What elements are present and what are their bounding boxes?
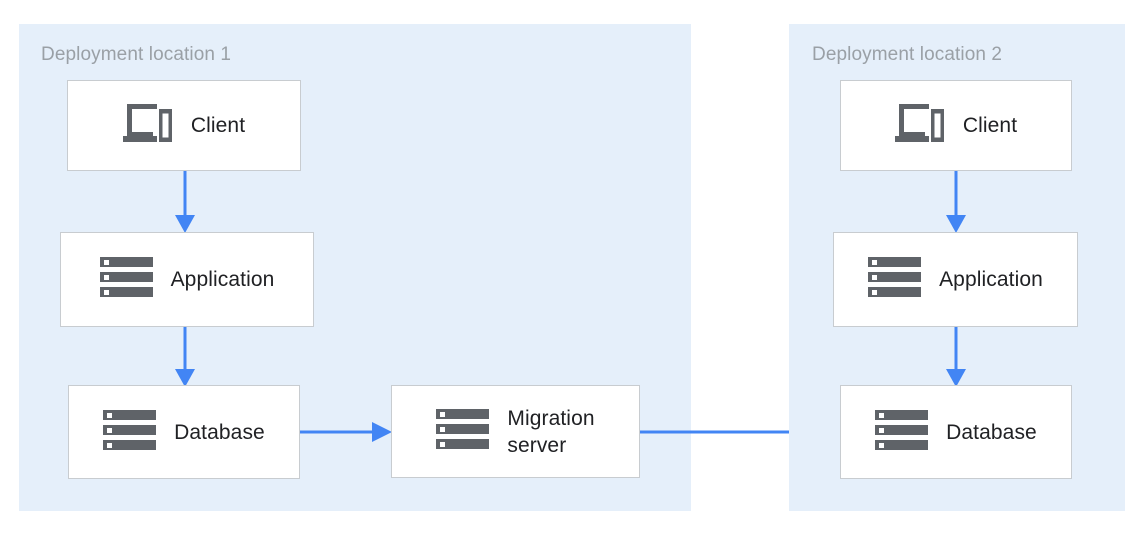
node-client-2-label: Client bbox=[962, 114, 1018, 137]
server-icon bbox=[868, 257, 922, 302]
server-icon bbox=[436, 409, 490, 454]
conn-app1-db1 bbox=[175, 327, 195, 387]
node-database-1-label: Database bbox=[174, 420, 265, 444]
node-client-1[interactable]: Client bbox=[67, 80, 301, 171]
node-database-1[interactable]: Database bbox=[68, 385, 300, 479]
devices-icon bbox=[894, 101, 945, 150]
node-application-2-label: Application bbox=[939, 268, 1043, 291]
node-database-2-label: Database bbox=[946, 420, 1037, 444]
conn-db1-migration bbox=[300, 422, 392, 442]
devices-icon bbox=[122, 101, 173, 150]
node-client-1-label: Client bbox=[190, 114, 246, 137]
node-database-2[interactable]: Database bbox=[840, 385, 1072, 479]
deployment-zone-2-label: Deployment location 2 bbox=[812, 44, 1003, 65]
node-migration-server[interactable]: Migration server bbox=[391, 385, 640, 478]
server-icon bbox=[103, 409, 157, 455]
deployment-zone-1-label: Deployment location 1 bbox=[41, 44, 232, 65]
node-migration-server-label: Migration server bbox=[507, 406, 595, 457]
conn-client2-app2 bbox=[946, 171, 966, 233]
server-icon bbox=[875, 409, 929, 455]
server-icon bbox=[99, 257, 153, 302]
node-application-2[interactable]: Application bbox=[833, 232, 1078, 327]
conn-client1-app1 bbox=[175, 171, 195, 233]
node-client-2[interactable]: Client bbox=[840, 80, 1072, 171]
conn-app2-db2 bbox=[946, 327, 966, 387]
node-application-1[interactable]: Application bbox=[60, 232, 314, 327]
node-application-1-label: Application bbox=[170, 268, 275, 291]
